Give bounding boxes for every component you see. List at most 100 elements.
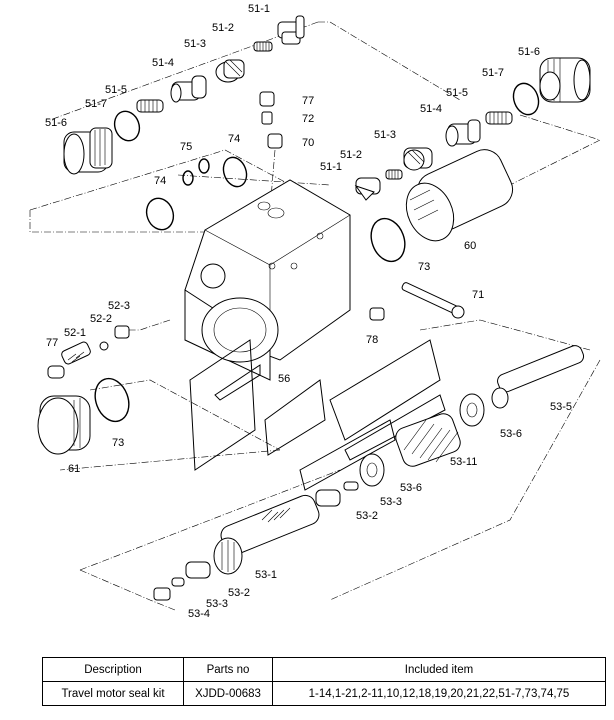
washer-53-6-b	[359, 453, 385, 487]
label-60: 60	[464, 240, 476, 252]
watermark-logo	[189, 339, 446, 491]
label-53-5: 53-5	[550, 401, 572, 413]
seat-52-1	[61, 341, 91, 365]
label-75: 75	[180, 141, 192, 153]
o-ring-51-7-right	[512, 82, 540, 116]
label-74-left: 74	[154, 175, 166, 187]
sleeve-53-2	[315, 489, 341, 507]
bolt-71	[401, 282, 465, 319]
label-71: 71	[472, 289, 484, 301]
left-parts	[37, 325, 130, 455]
label-61: 61	[68, 463, 80, 475]
header-included-item: Included item	[272, 657, 606, 682]
upper-left-relief-valve-set	[63, 15, 305, 175]
spool-assembly-53	[153, 345, 585, 601]
label-53-6: 53-6	[500, 428, 522, 440]
label-51-1-right: 51-1	[320, 161, 342, 173]
pin-53-3-b	[171, 577, 185, 587]
label-51-2: 51-2	[212, 22, 234, 34]
label-53-6-b: 53-6	[400, 482, 422, 494]
plug-53-4	[153, 587, 171, 601]
part-labels: 51-1 51-2 51-3 51-4 51-5 51-7 51-6 51-6 …	[45, 3, 572, 620]
plug-51-1	[277, 15, 305, 45]
label-52-2: 52-2	[90, 313, 112, 325]
o-ring-73-right	[370, 217, 406, 263]
pin-53-3	[343, 481, 359, 491]
label-51-1: 51-1	[248, 3, 270, 15]
label-51-6-right: 51-6	[518, 46, 540, 58]
label-74-top: 74	[228, 133, 240, 145]
label-77-left: 77	[46, 337, 58, 349]
label-51-7: 51-7	[85, 98, 107, 110]
plug-52-3	[114, 325, 130, 339]
seal-kit-table: Description Parts no Included item Trave…	[42, 657, 606, 706]
cell-parts-no: XJDD-00683	[183, 681, 273, 706]
label-52-3: 52-3	[108, 300, 130, 312]
label-51-7-right: 51-7	[482, 67, 504, 79]
table-header-row: Description Parts no Included item	[42, 657, 606, 682]
o-ring-75-a	[182, 170, 194, 186]
plug-77-left	[47, 365, 65, 379]
label-53-2-b: 53-2	[228, 587, 250, 599]
label-53-11: 53-11	[450, 456, 477, 468]
ball-52-2	[99, 341, 109, 351]
label-53-1: 53-1	[255, 569, 277, 581]
o-ring-75-b	[198, 158, 210, 174]
label-70: 70	[302, 137, 314, 149]
label-56: 56	[278, 373, 290, 385]
label-52-1: 52-1	[64, 327, 86, 339]
cap-51-6-right	[539, 57, 591, 103]
label-51-5-right: 51-5	[446, 87, 468, 99]
plug-77-top	[259, 91, 275, 107]
housing-56	[184, 179, 351, 381]
spring-51-5	[136, 99, 164, 113]
leader-lines	[29, 21, 601, 611]
cap-61	[37, 395, 91, 455]
label-53-3-b: 53-3	[206, 598, 228, 610]
label-73-right: 73	[418, 261, 430, 273]
label-53-3: 53-3	[380, 496, 402, 508]
spring-53-11	[395, 413, 461, 467]
plug-70	[267, 133, 283, 149]
label-51-4-right: 51-4	[420, 103, 442, 115]
plug-51-1-right	[354, 177, 381, 201]
cap-51-6	[63, 127, 113, 175]
piston-60	[405, 149, 514, 242]
poppet-51-3-right	[403, 147, 433, 171]
label-53-2: 53-2	[356, 510, 378, 522]
label-51-4: 51-4	[152, 57, 174, 69]
exploded-parts-diagram: 51-1 51-2 51-3 51-4 51-5 51-7 51-6 51-6 …	[29, 3, 601, 620]
label-73-left: 73	[112, 437, 124, 449]
spring-51-2	[253, 41, 273, 52]
label-77-top: 77	[302, 95, 314, 107]
table-row: Travel motor seal kit XJDD-00683 1-14,1-…	[42, 681, 606, 706]
label-51-5: 51-5	[105, 84, 127, 96]
o-ring-74-left	[145, 197, 175, 231]
spring-51-5-right	[485, 111, 513, 125]
label-53-4: 53-4	[188, 608, 210, 620]
sleeve-53-2-b	[185, 561, 211, 579]
cell-included-item: 1-14,1-21,2-11,10,12,18,19,20,21,22,51-7…	[272, 681, 606, 706]
cell-description: Travel motor seal kit	[42, 681, 184, 706]
o-ring-73-left	[94, 377, 130, 423]
spool-53-1	[213, 494, 320, 575]
poppet-51-3	[215, 59, 245, 83]
small-parts-77-72-70	[145, 91, 283, 231]
o-ring-51-7	[113, 110, 141, 142]
header-parts-no: Parts no	[183, 657, 273, 682]
rod-53-5	[491, 345, 585, 409]
label-72: 72	[302, 113, 314, 125]
spring-51-2-right	[385, 169, 403, 180]
pin-78	[369, 307, 385, 321]
upper-right-relief-valve-set	[354, 57, 591, 201]
label-51-3-right: 51-3	[374, 129, 396, 141]
washer-53-6	[459, 393, 485, 427]
label-51-2-right: 51-2	[340, 149, 362, 161]
label-51-6: 51-6	[45, 117, 67, 129]
sleeve-51-4-right	[445, 119, 481, 147]
sleeve-51-4	[170, 75, 207, 103]
header-description: Description	[42, 657, 184, 682]
plug-72	[261, 111, 273, 125]
label-78: 78	[366, 334, 378, 346]
o-ring-74-top	[222, 156, 248, 188]
